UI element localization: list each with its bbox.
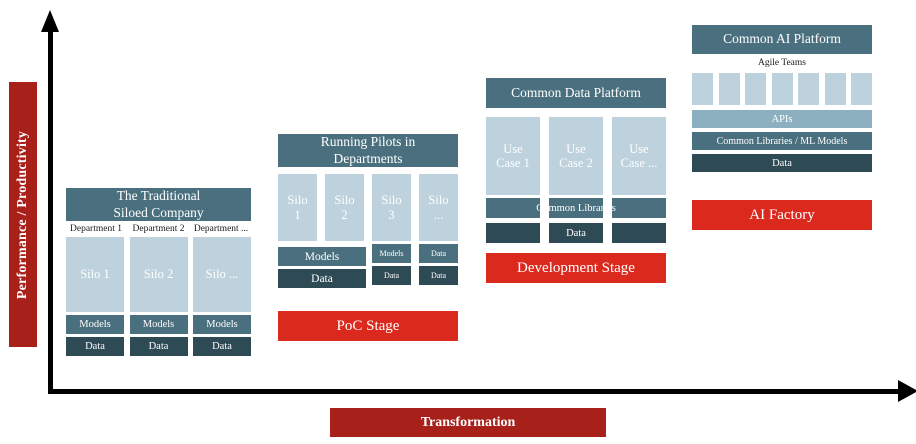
column-label: Department ... xyxy=(193,224,249,234)
silo-label-line1: Silo xyxy=(428,193,449,208)
use-case-body: Use Case 2 xyxy=(549,117,603,195)
spanning-data-bar: Data xyxy=(278,269,366,288)
stage1-column-labels: Department 1 Department 2 Department ... xyxy=(66,224,251,234)
column-gap-notch xyxy=(540,198,549,243)
spanning-models-bar: Models xyxy=(278,247,366,266)
stage2-header: Running Pilots in Departments xyxy=(278,134,458,167)
silo-body: Silo 1 xyxy=(66,237,124,312)
silo-body: Silo ... xyxy=(419,174,458,241)
silo-column: Silo 1 xyxy=(278,174,317,285)
use-case-line1: Use xyxy=(629,141,649,156)
silo-label-line1: Silo xyxy=(287,193,308,208)
silo-body: Silo 2 xyxy=(129,237,188,312)
common-libraries-bar: Common Libraries xyxy=(486,198,666,218)
column-gap-notch xyxy=(603,198,612,243)
silo-body: Silo ... xyxy=(193,237,251,312)
silo-label-line2: 1 xyxy=(294,207,301,222)
silo-column: Silo 2 xyxy=(325,174,364,285)
stage1-header-line1: The Traditional xyxy=(116,188,201,204)
models-bar: Models xyxy=(372,244,411,263)
stage2-header-line2: Departments xyxy=(333,150,403,166)
use-case-column: Use Case ... xyxy=(612,117,666,195)
agile-teams-row xyxy=(692,73,872,105)
y-axis-line xyxy=(48,30,53,392)
data-bar: Data xyxy=(419,266,458,285)
badge-development-stage: Development Stage xyxy=(486,253,666,283)
stage-running-pilots: Running Pilots in Departments Silo 1 Sil… xyxy=(278,134,458,288)
silo-label-line2: 2 xyxy=(341,207,348,222)
silo-label-line1: Silo xyxy=(381,193,402,208)
column-label: Department 2 xyxy=(132,224,185,234)
use-case-body: Use Case ... xyxy=(612,117,666,195)
stage-traditional-siloed-company: The Traditional Siloed Company Departmen… xyxy=(66,188,251,356)
use-case-body: Use Case 1 xyxy=(486,117,540,195)
silo-column: Silo 3 Models Data xyxy=(372,174,411,285)
agile-team-bar xyxy=(851,73,872,105)
arrow-up-icon xyxy=(41,10,59,32)
use-case-line1: Use xyxy=(566,141,586,156)
agile-team-bar xyxy=(692,73,713,105)
use-case-line2: Case 1 xyxy=(496,156,530,170)
silo-body: Silo 1 xyxy=(278,174,317,241)
column-label: Department 1 xyxy=(70,224,122,234)
stage3-columns: Use Case 1 Use Case 2 Use Case . xyxy=(486,117,666,195)
silo-body: Silo 2 xyxy=(325,174,364,241)
silo-column: Silo ... Data Data xyxy=(419,174,458,285)
data-bar: Data xyxy=(129,337,188,356)
use-case-column: Use Case 1 xyxy=(486,117,540,195)
stage1-header-line2: Siloed Company xyxy=(113,204,204,220)
silo-label-line1: Silo xyxy=(334,193,355,208)
stage2-columns: Silo 1 Silo 2 Silo 3 xyxy=(278,174,458,285)
silo-column: Silo 2 Models Data xyxy=(129,237,188,356)
use-case-line2: Case 2 xyxy=(559,156,593,170)
stage4-header: Common AI Platform xyxy=(692,25,872,54)
use-case-line2: Case ... xyxy=(620,156,658,170)
silo-column: Silo 1 Models Data xyxy=(66,237,124,356)
stage2-header-line1: Running Pilots in xyxy=(320,134,416,150)
silo-label-line2: 3 xyxy=(388,207,395,222)
data-bar: Data xyxy=(66,337,124,356)
use-case-line1: Use xyxy=(503,141,523,156)
stage3-header: Common Data Platform xyxy=(486,78,666,108)
stage1-columns: Silo 1 Models Data Silo 2 Models Data Si… xyxy=(66,237,251,356)
y-axis-label-text: Performance / Productivity xyxy=(15,130,31,299)
common-libraries-ml-models-bar: Common Libraries / ML Models xyxy=(692,132,872,150)
data-bar: Data xyxy=(692,154,872,172)
agile-team-bar xyxy=(771,73,793,105)
stage-ai-factory: Common AI Platform Agile Teams APIs Comm… xyxy=(692,25,872,172)
apis-bar: APIs xyxy=(692,110,872,128)
agile-teams-label: Agile Teams xyxy=(758,58,806,68)
use-case-column: Use Case 2 xyxy=(549,117,603,195)
stage-development: Common Data Platform Use Case 1 Use Case… xyxy=(486,78,666,243)
models-bar: Models xyxy=(193,315,251,334)
stage1-header: The Traditional Siloed Company xyxy=(66,188,251,221)
agile-team-bar xyxy=(745,73,766,105)
agile-team-bar xyxy=(824,73,846,105)
silo-column: Silo ... Models Data xyxy=(193,237,251,356)
data-bar: Data xyxy=(372,266,411,285)
silo-body: Silo 3 xyxy=(372,174,411,241)
badge-poc-stage: PoC Stage xyxy=(278,311,458,341)
arrow-right-icon xyxy=(898,380,916,402)
x-axis-line xyxy=(48,389,906,394)
x-axis-label: Transformation xyxy=(330,408,606,437)
agile-team-bar xyxy=(718,73,740,105)
agile-team-bar xyxy=(798,73,819,105)
y-axis-label: Performance / Productivity xyxy=(9,82,37,347)
silo-label-line2: ... xyxy=(433,207,444,222)
data-bar-upper: Data xyxy=(419,244,458,263)
models-bar: Models xyxy=(66,315,124,334)
data-bar: Data xyxy=(193,337,251,356)
data-bar: Data xyxy=(486,223,666,243)
models-bar: Models xyxy=(129,315,188,334)
badge-ai-factory: AI Factory xyxy=(692,200,872,230)
